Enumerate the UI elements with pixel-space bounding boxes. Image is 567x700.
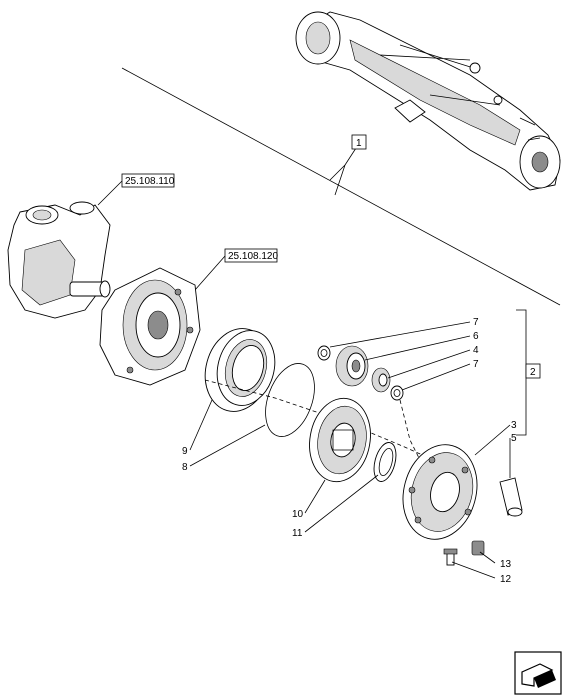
- planet-gear: [335, 345, 369, 387]
- svg-text:2: 2: [530, 367, 536, 378]
- callout-12: 12: [500, 574, 512, 585]
- sun-gear: [309, 397, 371, 483]
- ref-label-carrier: 25.108.120: [194, 248, 278, 291]
- spindle: [371, 367, 391, 393]
- divider-line: [121, 67, 561, 306]
- callout-13: 13: [500, 559, 512, 570]
- group-label-2: 2: [525, 363, 541, 379]
- ref-label-housing: 25.108.110: [97, 173, 175, 206]
- callout-8: 8: [182, 462, 188, 473]
- ring-gear: [204, 328, 276, 412]
- callout-6: 6: [473, 331, 479, 342]
- callout-3: 3: [511, 420, 517, 431]
- callout-11: 11: [292, 528, 303, 539]
- next-page-arrow-icon[interactable]: [514, 651, 562, 695]
- knuckle-housing: [7, 201, 111, 319]
- svg-text:1: 1: [356, 138, 362, 149]
- callout-7-bottom: 7: [473, 359, 479, 370]
- callout-7-top: 7: [473, 317, 479, 328]
- group-label-1: 1: [351, 134, 367, 150]
- plug: [471, 540, 485, 556]
- carrier-cover: [402, 444, 478, 540]
- snap-ring: [265, 363, 315, 437]
- axle-assembly: [295, 11, 561, 191]
- retaining-ring: [373, 442, 397, 482]
- hub-carrier: [99, 267, 201, 386]
- callout-5: 5: [511, 433, 517, 444]
- pin: [499, 477, 523, 517]
- callout-10: 10: [292, 509, 304, 520]
- callout-9: 9: [182, 446, 188, 457]
- thrust-washer-right: [390, 385, 404, 401]
- bolt: [443, 548, 458, 566]
- svg-text:25.108.110: 25.108.110: [125, 176, 175, 187]
- callout-4: 4: [473, 345, 479, 356]
- svg-text:25.108.120: 25.108.120: [228, 251, 278, 262]
- thrust-washer-left: [317, 345, 331, 361]
